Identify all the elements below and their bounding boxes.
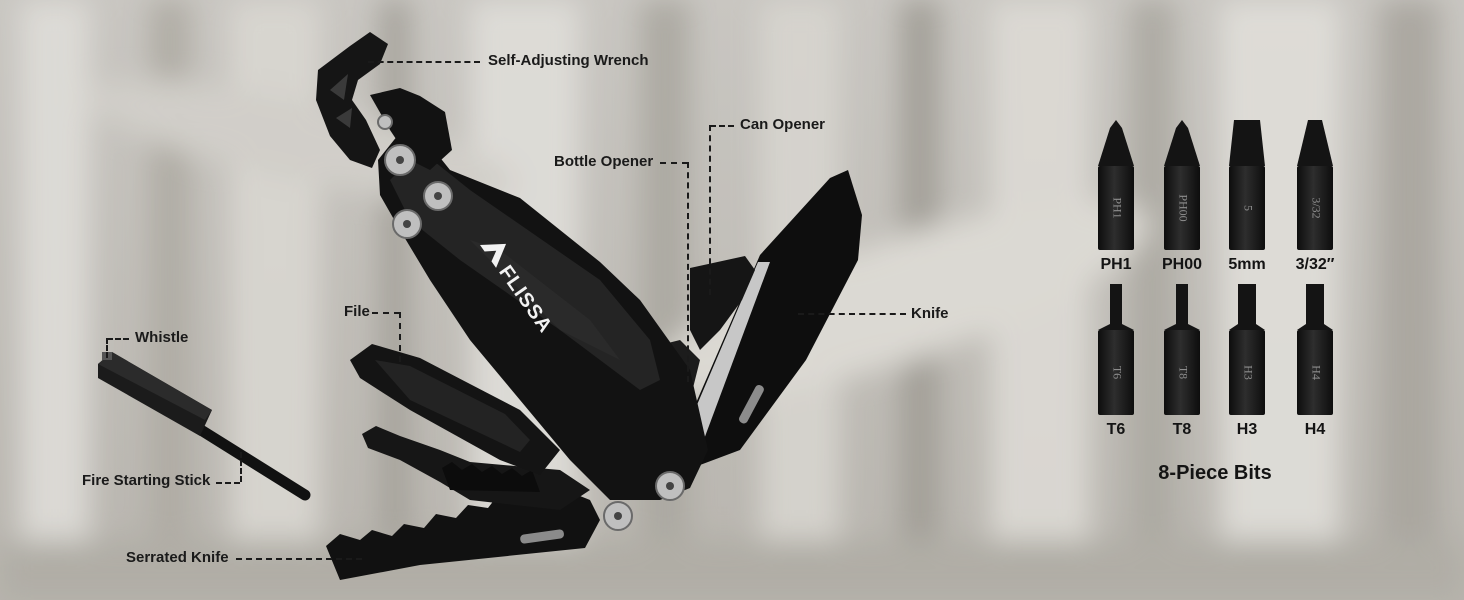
- bit-caption: T6: [1106, 421, 1126, 438]
- serrated-knife-leader: [236, 558, 362, 560]
- bit-engraving: PH1: [1110, 197, 1124, 218]
- bit-t8: T8: [1164, 284, 1200, 415]
- bit-body: [1164, 330, 1200, 415]
- scraper-tool: [362, 426, 590, 510]
- bit-engraving: T6: [1110, 366, 1124, 379]
- serrated-knife: [326, 486, 600, 580]
- file-tool: [350, 344, 560, 475]
- file-leader-h: [372, 312, 400, 314]
- label-whistle: Whistle: [135, 329, 189, 346]
- label-can-opener: Can Opener: [740, 116, 826, 133]
- bit-body: [1297, 166, 1333, 250]
- fire-starter-leader-v: [240, 452, 242, 482]
- bit-body: [1229, 330, 1265, 415]
- bit-332: 3/32: [1297, 120, 1333, 250]
- bit-h3: H3: [1229, 284, 1265, 415]
- bottle-opener-leader-h: [660, 162, 688, 164]
- main-handle: [378, 120, 708, 500]
- bits-title: 8-Piece Bits: [1158, 462, 1272, 484]
- bit-engraving: T8: [1176, 366, 1190, 379]
- label-fire-starter: Fire Starting Stick: [82, 472, 211, 489]
- bit-caption: 5mm: [1228, 256, 1266, 273]
- bit-caption: H4: [1304, 421, 1326, 438]
- bit-tip: [1229, 120, 1265, 166]
- knife-leader: [798, 313, 906, 315]
- bit-5mm: 5: [1229, 120, 1265, 250]
- can-opener-leader-v: [709, 125, 711, 295]
- bit-tip: [1297, 120, 1333, 166]
- bit-tip: [1229, 284, 1265, 330]
- label-bottle-opener: Bottle Opener: [554, 153, 654, 170]
- bit-tip: [1098, 120, 1134, 166]
- bit-caption: 3/32″: [1295, 256, 1335, 273]
- can-opener-leader-h: [710, 125, 734, 127]
- bit-ph1: PH1: [1098, 120, 1134, 250]
- whistle-leader-h: [107, 338, 129, 340]
- bit-tip: [1098, 284, 1134, 330]
- bit-h4: H4: [1297, 284, 1333, 415]
- fire-starting-stick: [179, 414, 311, 501]
- label-knife: Knife: [911, 305, 949, 322]
- bit-engraving: H4: [1309, 365, 1323, 380]
- whistle-leader-v: [106, 338, 108, 358]
- bit-body: [1229, 166, 1265, 250]
- bit-tip: [1164, 120, 1200, 166]
- bit-caption: PH1: [1100, 256, 1132, 273]
- self-adjusting-wrench: [316, 32, 452, 170]
- label-wrench: Self-Adjusting Wrench: [488, 52, 649, 69]
- label-serrated-knife: Serrated Knife: [126, 549, 229, 566]
- file-leader-v: [399, 312, 401, 362]
- knife-blade: [680, 170, 862, 465]
- bit-body: [1098, 330, 1134, 415]
- bit-caption: H3: [1236, 421, 1258, 438]
- bit-body: [1098, 166, 1134, 250]
- bit-ph00: PH00: [1164, 120, 1200, 250]
- bit-t6: T6: [1098, 284, 1134, 415]
- bit-body: [1164, 166, 1200, 250]
- bit-engraving: H3: [1241, 365, 1255, 380]
- bit-engraving: PH00: [1176, 194, 1190, 221]
- bit-caption: T8: [1172, 421, 1192, 438]
- bit-body: [1297, 330, 1333, 415]
- label-file: File: [344, 303, 370, 320]
- wrench-leader: [368, 61, 480, 63]
- bottle-opener-leader-v: [687, 162, 689, 382]
- bit-engraving: 5: [1241, 205, 1255, 211]
- bit-caption: PH00: [1161, 256, 1203, 273]
- bit-engraving: 3/32: [1309, 197, 1323, 218]
- bit-tip: [1164, 284, 1200, 330]
- fire-starter-leader-h: [216, 482, 240, 484]
- bit-tip: [1297, 284, 1333, 330]
